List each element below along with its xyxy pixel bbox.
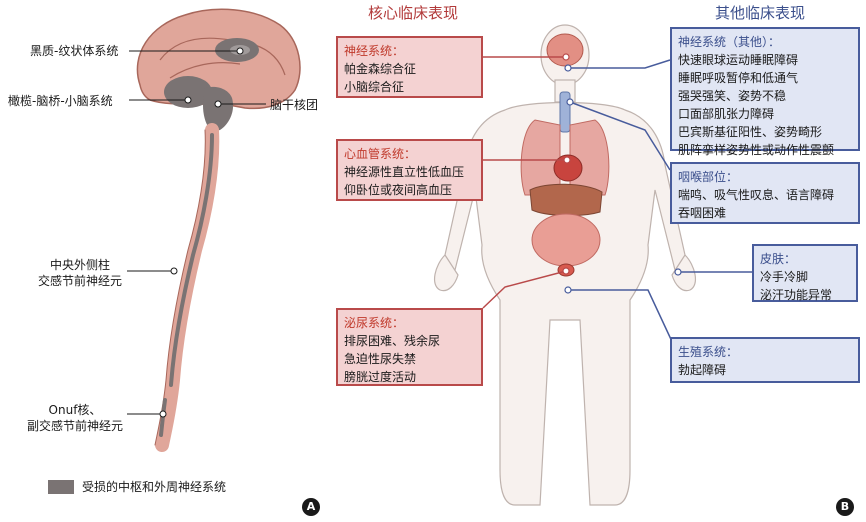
legend-swatch [48, 480, 74, 494]
core-box-cardiovascular: 心血管系统： 神经源性直立性低血压 仰卧位或夜间高血压 [336, 139, 483, 201]
label-intermediolateral-line2: 交感节前神经元 [37, 274, 122, 288]
core-box-cardiovascular-title: 心血管系统： [344, 147, 417, 161]
label-onuf: Onuf核、 副交感节前神经元 [20, 402, 130, 434]
liver [529, 183, 603, 217]
label-onuf-line2: 副交感节前神经元 [26, 419, 123, 433]
label-intermediolateral-line1: 中央外侧柱 [49, 258, 110, 272]
brainstem [202, 86, 234, 132]
other-box-pharynx-item: 吞咽困难 [678, 206, 727, 220]
other-box-reproductive: 生殖系统： 勃起障碍 [670, 337, 860, 383]
other-box-skin-item: 泌汗功能异常 [760, 288, 833, 302]
core-box-urinary-item: 排尿困难、残余尿 [344, 334, 441, 348]
panel-b: 核心临床表现 其他临床表现 神经系统： 帕金森综合征 小脑综合征 心血管系统： … [330, 0, 866, 522]
other-box-skin: 皮肤： 冷手冷脚 泌汗功能异常 [752, 244, 858, 302]
core-box-urinary-item: 急迫性尿失禁 [344, 352, 417, 366]
body-illustration [433, 24, 752, 506]
other-box-pharynx-title: 咽喉部位： [678, 170, 739, 184]
other-box-nervous-item: 强哭强笑、姿势不稳 [678, 89, 787, 103]
body-brain [546, 33, 584, 67]
panel-a: 黑质-纹状体系统 橄榄-脑桥-小脑系统 脑干核团 中央外侧柱 交感节前神经元 O… [0, 0, 330, 522]
label-olivopontocerebellar: 橄榄-脑桥-小脑系统 [8, 94, 113, 108]
other-box-nervous-item: 快速眼球运动睡眠障碍 [678, 53, 799, 67]
core-box-urinary: 泌尿系统： 排尿困难、残余尿 急迫性尿失禁 膀胱过度活动 [336, 308, 483, 386]
core-box-cardiovascular-item: 仰卧位或夜间高血压 [344, 183, 453, 197]
other-box-reproductive-title: 生殖系统： [678, 345, 739, 359]
other-box-nervous-title: 神经系统（其他）： [678, 35, 781, 49]
trachea [559, 91, 571, 133]
other-box-pharynx: 咽喉部位： 喘鸣、吸气性叹息、语言障碍 吞咽困难 [670, 162, 860, 224]
other-box-reproductive-item: 勃起障碍 [678, 363, 727, 377]
other-box-nervous-item: 口面部肌张力障碍 [678, 107, 775, 121]
heart [553, 154, 583, 182]
header-other: 其他临床表现 [715, 4, 806, 22]
core-box-nervous: 神经系统： 帕金森综合征 小脑综合征 [336, 36, 483, 98]
other-box-nervous-item: 睡眠呼吸暂停和低通气 [678, 71, 799, 85]
other-box-skin-item: 冷手冷脚 [760, 270, 809, 284]
other-box-nervous: 神经系统（其他）： 快速眼球运动睡眠障碍 睡眠呼吸暂停和低通气 强哭强笑、姿势不… [670, 27, 860, 157]
label-intermediolateral: 中央外侧柱 交感节前神经元 [30, 257, 130, 289]
other-box-pharynx-item: 喘鸣、吸气性叹息、语言障碍 [678, 188, 835, 202]
label-nigrostriatal: 黑质-纹状体系统 [30, 44, 119, 58]
intestines [531, 213, 601, 267]
label-onuf-line1: Onuf核、 [48, 403, 102, 417]
panel-b-marker: B [836, 498, 854, 516]
core-box-nervous-item: 帕金森综合征 [344, 62, 417, 76]
cns-illustration [127, 8, 301, 452]
core-box-cardiovascular-item: 神经源性直立性低血压 [344, 165, 465, 179]
label-brainstem-nuclei: 脑干核团 [270, 98, 319, 112]
core-box-nervous-item: 小脑综合征 [344, 80, 405, 94]
other-box-nervous-item: 巴宾斯基征阳性、姿势畸形 [678, 125, 823, 139]
panel-a-marker: A [302, 498, 320, 516]
legend-label: 受损的中枢和外周神经系统 [82, 480, 227, 494]
core-box-urinary-item: 膀胱过度活动 [344, 370, 417, 384]
other-box-nervous-item: 肌阵挛样姿势性或动作性震颤 [678, 143, 835, 157]
header-core: 核心临床表现 [368, 4, 459, 22]
core-box-nervous-title: 神经系统： [344, 44, 405, 58]
other-box-skin-title: 皮肤： [760, 252, 797, 266]
core-box-urinary-title: 泌尿系统： [344, 316, 405, 330]
